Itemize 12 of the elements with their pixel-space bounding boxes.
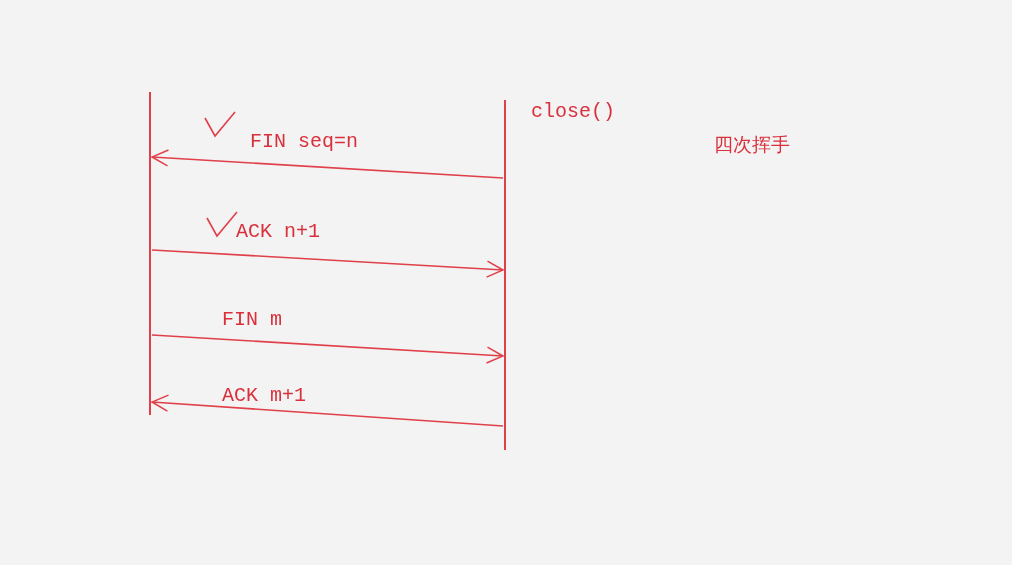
message-label: ACK m+1	[222, 384, 306, 407]
method-call-label: close()	[531, 100, 615, 123]
lifeline	[503, 100, 507, 450]
message-arrow	[151, 334, 504, 364]
message-label: ACK n+1	[236, 220, 320, 243]
lifeline	[148, 92, 152, 415]
title: 四次挥手	[714, 132, 790, 157]
message-label: FIN seq=n	[250, 130, 359, 153]
message-arrow	[151, 249, 504, 278]
message-label: FIN m	[222, 308, 282, 331]
message-arrow	[151, 149, 504, 179]
message-arrow	[151, 394, 504, 427]
